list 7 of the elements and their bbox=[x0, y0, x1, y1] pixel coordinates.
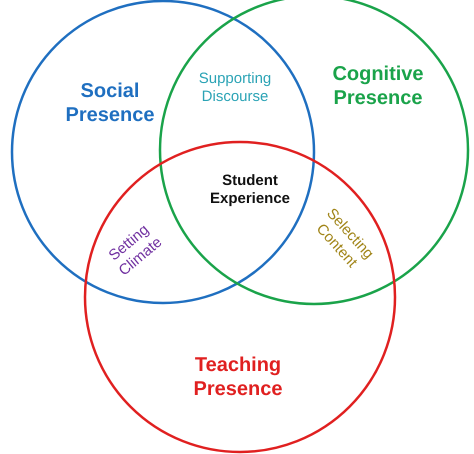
venn-circle bbox=[83, 140, 397, 454]
overlap-label: Student Experience bbox=[208, 172, 292, 208]
venn-circle bbox=[10, 0, 316, 305]
circle-label: Cognitive Presence bbox=[331, 62, 425, 110]
overlap-label: Supporting Discourse bbox=[198, 70, 272, 106]
circle-label: Teaching Presence bbox=[192, 353, 284, 401]
circle-label: Social Presence bbox=[64, 79, 156, 127]
